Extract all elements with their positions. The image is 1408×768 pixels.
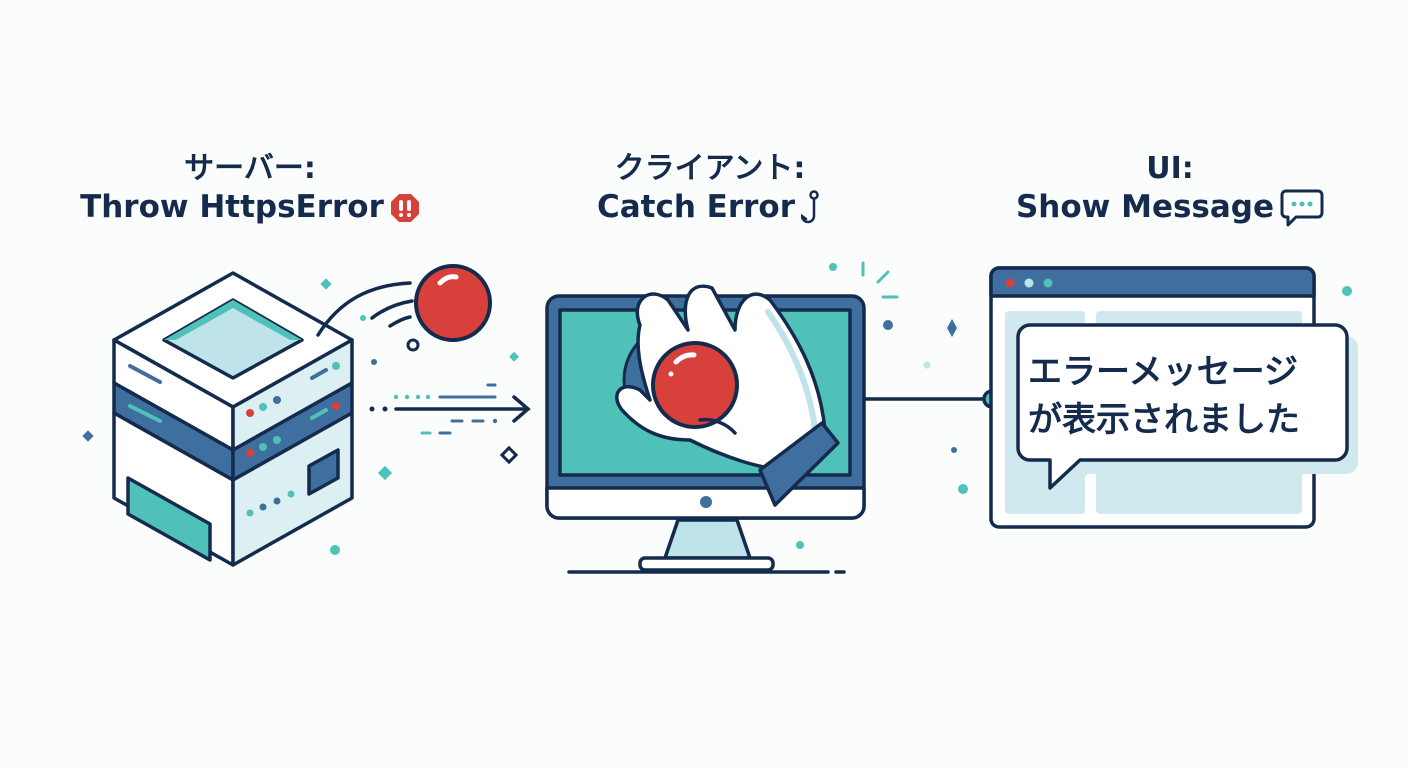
step-ui-action: Show Message	[1015, 188, 1275, 225]
server-lights	[128, 362, 340, 517]
thrown-error-ball-icon	[414, 264, 492, 342]
step-client-title: クライアント: Catch Error	[520, 150, 900, 226]
hook-icon	[801, 190, 819, 224]
chat-bubble-icon	[1280, 189, 1324, 227]
step-server-label: サーバー:	[184, 151, 316, 186]
throw-trajectory	[316, 281, 414, 337]
step-client-label: クライアント:	[614, 151, 806, 186]
step-server-action: Throw HttpsError	[80, 188, 384, 225]
flow-arrow-1	[369, 383, 531, 435]
error-octagon-icon	[390, 194, 419, 222]
caught-error-ball-icon	[651, 341, 739, 429]
window-close-dot	[1005, 278, 1015, 288]
step-client-action: Catch Error	[596, 188, 796, 225]
window-minimize-dot	[1024, 278, 1034, 288]
step-ui-label: UI:	[1146, 151, 1194, 186]
step-server-title: サーバー: Throw HttpsError	[40, 150, 460, 226]
error-message-text: エラーメッセージ が表示されました	[1028, 348, 1328, 444]
error-message-line1: エラーメッセージ	[1028, 352, 1298, 392]
step-ui-title: UI: Show Message	[960, 150, 1380, 228]
error-message-bubble	[1016, 323, 1358, 498]
window-maximize-dot	[1043, 278, 1053, 288]
decorative-sparkles	[82, 261, 1352, 555]
server-icon	[112, 271, 354, 567]
error-message-line2: が表示されました	[1028, 400, 1300, 440]
